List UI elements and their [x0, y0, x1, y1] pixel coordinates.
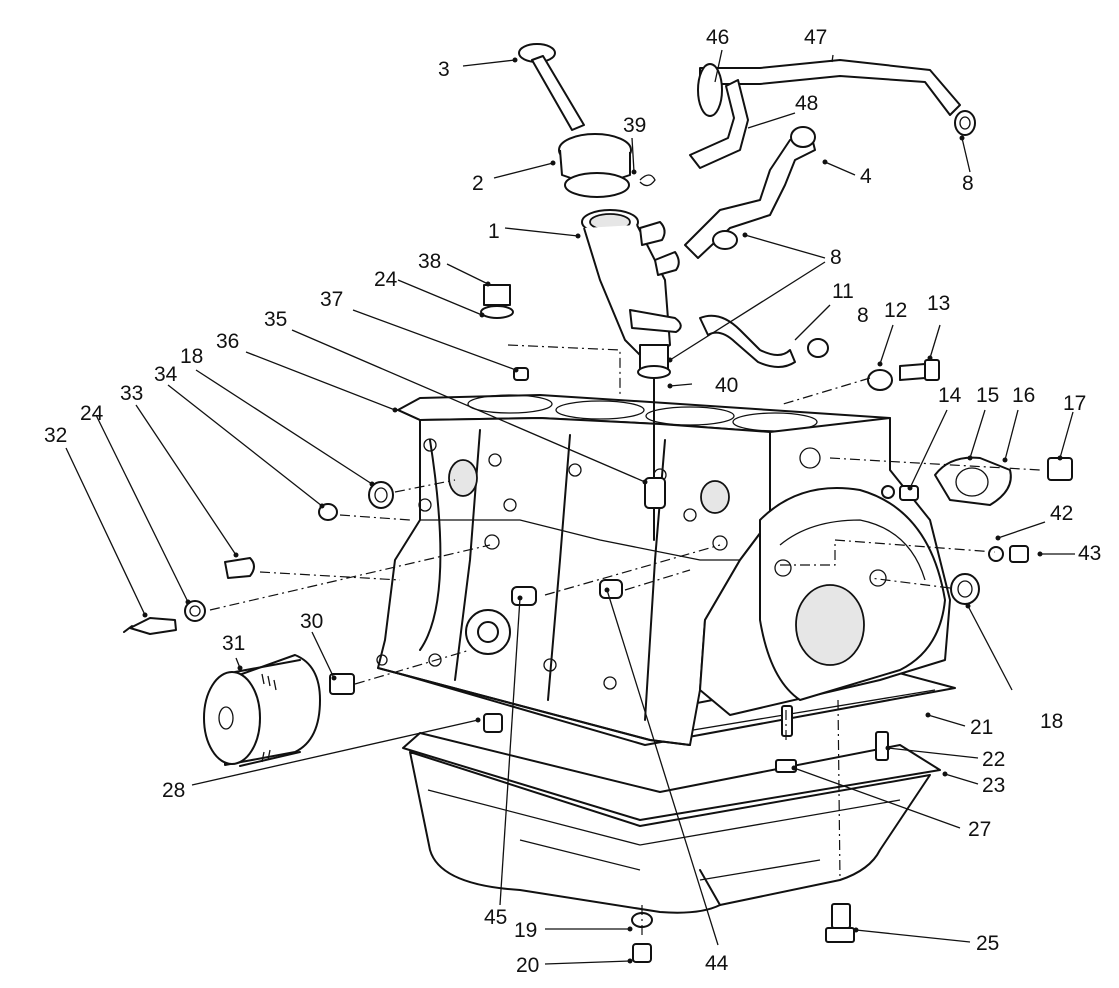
callout-14: 14: [938, 384, 962, 407]
callout-35: 35: [264, 308, 287, 331]
callout-27: 27: [968, 818, 991, 841]
callout-48: 48: [795, 92, 818, 115]
callout-labels: 3 2 1 39 46 47 48 4 8 8 11 8 12 13 40 38…: [44, 26, 1101, 977]
callout-18-left: 18: [180, 345, 203, 368]
callout-42: 42: [1050, 502, 1073, 525]
callout-3: 3: [438, 58, 450, 81]
small-parts: [123, 230, 1073, 963]
callout-1: 1: [488, 220, 500, 243]
callout-34: 34: [154, 363, 178, 386]
callout-15: 15: [976, 384, 999, 407]
callout-25: 25: [976, 932, 999, 955]
callout-22: 22: [982, 748, 1005, 771]
callout-21: 21: [970, 716, 993, 739]
callout-45: 45: [484, 906, 507, 929]
callout-13: 13: [927, 292, 950, 315]
callout-32: 32: [44, 424, 67, 447]
callout-31: 31: [222, 632, 245, 655]
callout-24-left: 24: [80, 402, 104, 425]
callout-23: 23: [982, 774, 1005, 797]
callout-33: 33: [120, 382, 143, 405]
callout-38: 38: [418, 250, 441, 273]
callout-4: 4: [860, 165, 872, 188]
callout-19: 19: [514, 919, 537, 942]
callout-24-upper: 24: [374, 268, 398, 291]
callout-11: 11: [832, 280, 854, 303]
leader-lines: [65, 49, 1075, 965]
callout-28: 28: [162, 779, 185, 802]
callout-37: 37: [320, 288, 343, 311]
callout-39: 39: [623, 114, 646, 137]
callout-8-mid: 8: [830, 246, 842, 269]
callout-18-right: 18: [1040, 710, 1063, 733]
callout-36: 36: [216, 330, 239, 353]
callout-17: 17: [1063, 392, 1086, 415]
oil-filter: [203, 654, 321, 767]
oil-pan: [402, 732, 941, 914]
assembly-lines: [209, 344, 1041, 935]
callout-43: 43: [1078, 542, 1101, 565]
callout-8-right: 8: [857, 304, 869, 327]
callout-46: 46: [706, 26, 729, 49]
callout-44: 44: [705, 952, 729, 975]
callout-12: 12: [884, 299, 907, 322]
breather-hoses: [684, 59, 976, 368]
callout-20: 20: [516, 954, 539, 977]
callout-47: 47: [804, 26, 827, 49]
callout-2: 2: [472, 172, 484, 195]
callout-30: 30: [300, 610, 323, 633]
callout-8-top: 8: [962, 172, 974, 195]
oil-filler-assembly: [518, 43, 682, 541]
callout-16: 16: [1012, 384, 1035, 407]
callout-40: 40: [715, 374, 738, 397]
